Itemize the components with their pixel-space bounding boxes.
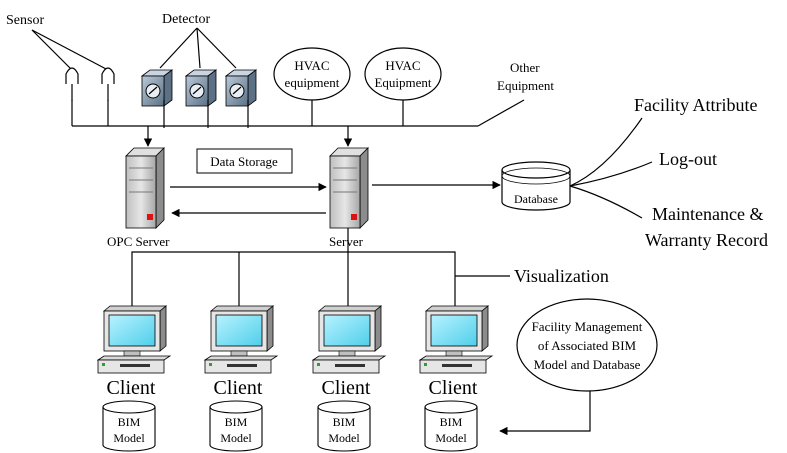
monitor-icon — [209, 305, 275, 357]
server-icon — [329, 147, 369, 229]
bim-label-line2: Model — [328, 431, 360, 445]
desktop-unit-icon — [96, 355, 172, 374]
client-label: Client — [107, 377, 156, 399]
hvac2-line2: Equipment — [374, 75, 431, 90]
detector-label: Detector — [162, 12, 211, 27]
opc-server-label: OPC Server — [107, 234, 170, 249]
detector-icon — [140, 69, 174, 128]
database-label: Database — [514, 192, 558, 206]
database-icon: Database — [501, 161, 571, 211]
maintenance-label-line2: Warranty Record — [645, 230, 768, 250]
fm-line3: Model and Database — [534, 357, 641, 372]
hvac2-line1: HVAC — [385, 58, 420, 73]
monitor-icon — [102, 305, 168, 357]
hvac-equipment-1: HVAC equipment — [273, 47, 351, 126]
bim-label-line1: BIM — [225, 415, 248, 429]
detector-icon — [184, 69, 218, 128]
client-label: Client — [429, 377, 478, 399]
sensor-group: Sensor — [6, 13, 115, 101]
other-line1: Other — [510, 60, 540, 75]
fm-line2: of Associated BIM — [538, 338, 637, 353]
sensor-icon — [101, 67, 115, 101]
visualization-label: Visualization — [514, 266, 609, 286]
sensor-label: Sensor — [6, 13, 44, 28]
hvac1-line1: HVAC — [294, 58, 329, 73]
desktop-unit-icon — [311, 355, 387, 374]
other-line2: Equipment — [497, 78, 554, 93]
bim-model-icon: BIM Model — [209, 400, 263, 452]
detector-icon — [224, 69, 258, 128]
data-storage-label: Data Storage — [210, 154, 278, 169]
opc-server-icon — [125, 147, 165, 229]
sensor-icon — [65, 67, 79, 101]
client-label: Client — [322, 377, 371, 399]
client-label: Client — [214, 377, 263, 399]
bim-label-line1: BIM — [333, 415, 356, 429]
bim-model-icon: BIM Model — [317, 400, 371, 452]
detector-group: Detector — [140, 12, 258, 128]
desktop-unit-icon — [418, 355, 494, 374]
bim-label-line2: Model — [220, 431, 252, 445]
facility-attribute-label: Facility Attribute — [634, 95, 758, 115]
bim-model-icon: BIM Model — [102, 400, 156, 452]
monitor-icon — [317, 305, 383, 357]
bim-model-icon: BIM Model — [424, 400, 478, 452]
monitor-icon — [424, 305, 490, 357]
fm-to-bim-arrow — [499, 391, 591, 436]
hvac-equipment-2: HVAC Equipment — [364, 47, 442, 126]
data-storage-box: Data Storage — [196, 148, 293, 174]
log-out-label: Log-out — [659, 149, 717, 169]
facility-management-bubble: Facility Management of Associated BIM Mo… — [516, 298, 658, 392]
bim-label-line2: Model — [435, 431, 467, 445]
server-label: Server — [329, 234, 364, 249]
bim-label-line1: BIM — [440, 415, 463, 429]
bim-label-line2: Model — [113, 431, 145, 445]
other-equipment: Other Equipment — [477, 60, 554, 127]
client-network-lines — [131, 228, 510, 306]
bim-label-line1: BIM — [118, 415, 141, 429]
maintenance-label-line1: Maintenance & — [652, 204, 763, 224]
hvac1-line2: equipment — [285, 75, 340, 90]
fm-line1: Facility Management — [532, 319, 643, 334]
desktop-unit-icon — [203, 355, 279, 374]
